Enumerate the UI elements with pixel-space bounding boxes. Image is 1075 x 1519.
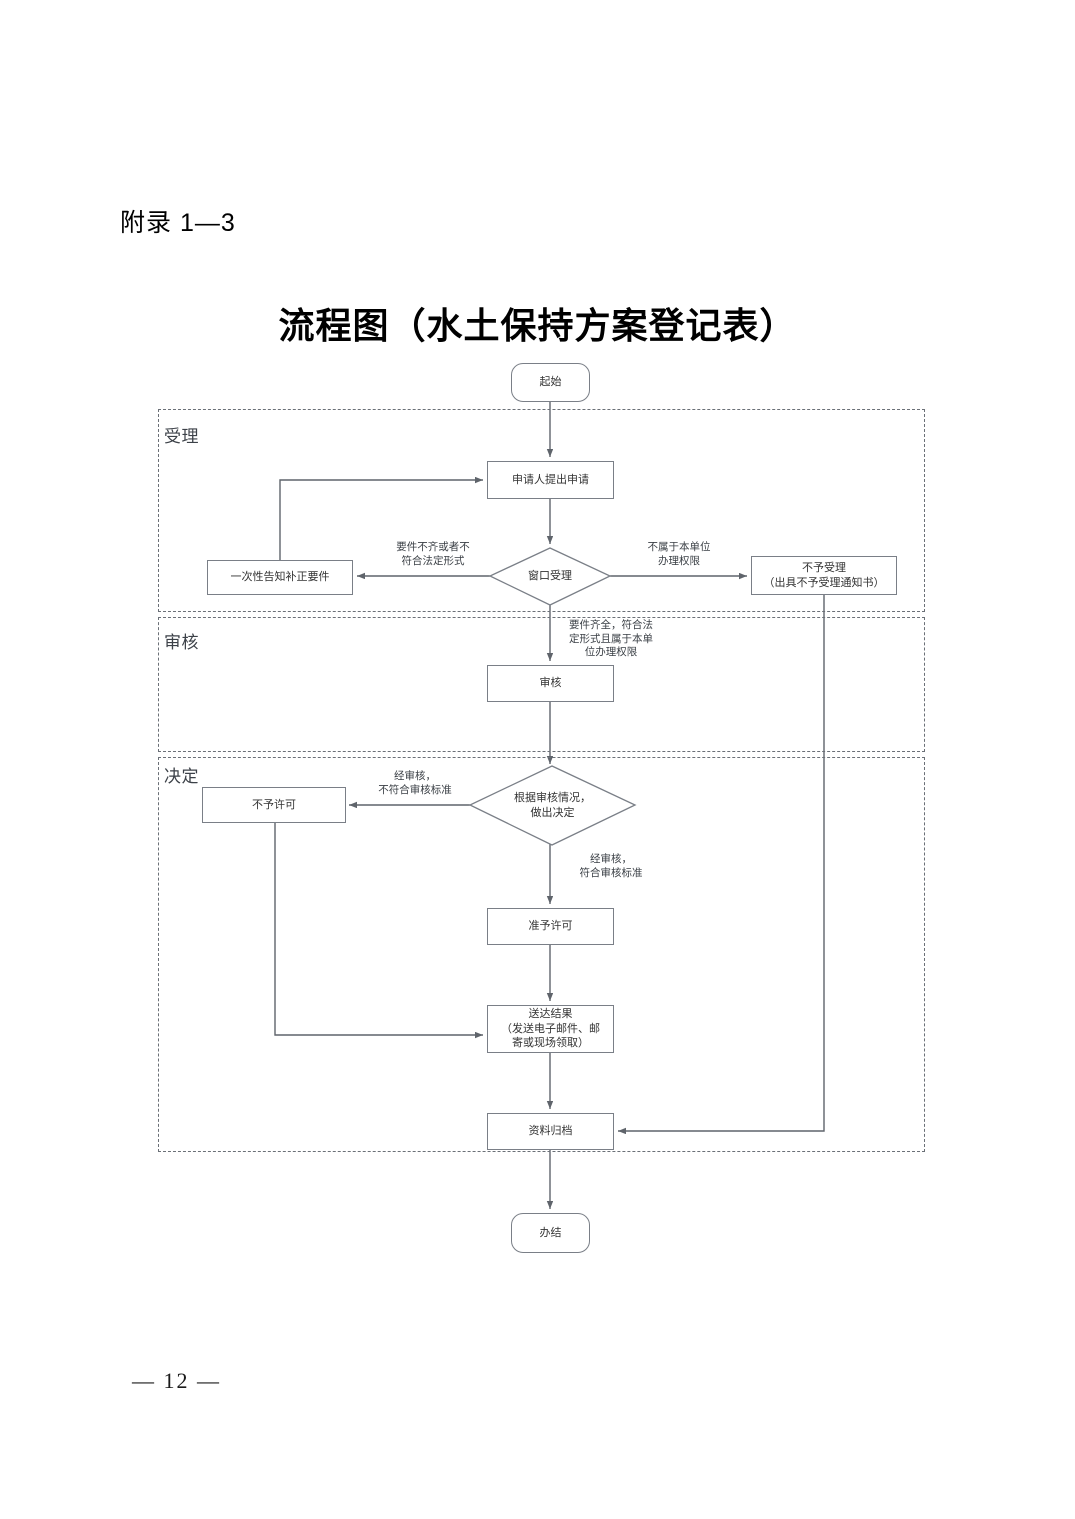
node-archive[interactable]: 资料归档 bbox=[487, 1113, 614, 1150]
node-notify-correct[interactable]: 一次性告知补正要件 bbox=[207, 560, 353, 595]
node-end[interactable]: 办结 bbox=[511, 1213, 590, 1253]
lane-review-title: 审核 bbox=[164, 633, 199, 652]
node-decide[interactable]: 根据审核情况， 做出决定 bbox=[470, 766, 635, 845]
edge-reject-to-archive bbox=[618, 595, 825, 1135]
node-deliver-result-label: 送达结果 （发送电子邮件、邮 寄或现场领取） bbox=[501, 1007, 600, 1050]
edge-label-qualified: 经审核， 符合审核标准 bbox=[579, 853, 643, 879]
page-title: 流程图（水土保持方案登记表） bbox=[278, 306, 797, 346]
window-accept-diamond-shape bbox=[488, 547, 612, 606]
node-reject-accept-label: 不予受理 （出具不予受理通知书） bbox=[763, 561, 885, 589]
appendix-label: 附录 1—3 bbox=[120, 209, 236, 237]
node-review-label: 审核 bbox=[539, 677, 562, 690]
node-apply[interactable]: 申请人提出申请 bbox=[487, 461, 614, 499]
node-deliver-result[interactable]: 送达结果 （发送电子邮件、邮 寄或现场领取） bbox=[487, 1005, 614, 1053]
edge-notify-to-apply bbox=[279, 476, 483, 560]
node-end-label: 办结 bbox=[539, 1226, 562, 1239]
edge-label-not-qualified: 经审核， 不符合审核标准 bbox=[378, 770, 452, 796]
edge-label-not-in-scope: 不属于本单位 办理权限 bbox=[647, 541, 711, 567]
node-notify-correct-label: 一次性告知补正要件 bbox=[230, 571, 330, 584]
node-start-label: 起始 bbox=[539, 376, 562, 389]
node-apply-label: 申请人提出申请 bbox=[512, 473, 589, 486]
page-footer: — 12 — bbox=[132, 1368, 221, 1393]
edge-nopermit-to-deliver bbox=[274, 823, 483, 1039]
edge-label-incomplete: 要件不齐或者不 符合法定形式 bbox=[396, 541, 470, 567]
lane-decision-title: 决定 bbox=[164, 767, 199, 786]
node-reject-accept[interactable]: 不予受理 （出具不予受理通知书） bbox=[751, 556, 897, 595]
lane-decision bbox=[158, 757, 925, 1152]
decide-diamond-shape bbox=[468, 765, 637, 846]
node-no-permit-label: 不予许可 bbox=[252, 798, 296, 811]
node-grant-permit-label: 准予许可 bbox=[528, 920, 573, 933]
node-grant-permit[interactable]: 准予许可 bbox=[487, 908, 614, 945]
node-decide-label: 根据审核情况， 做出决定 bbox=[514, 791, 591, 819]
lane-review bbox=[158, 617, 925, 752]
node-archive-label: 资料归档 bbox=[528, 1125, 573, 1138]
node-review[interactable]: 审核 bbox=[487, 665, 614, 702]
node-window-accept[interactable]: 窗口受理 bbox=[490, 548, 610, 605]
node-start[interactable]: 起始 bbox=[511, 363, 590, 402]
lane-acceptance bbox=[158, 409, 925, 612]
lane-acceptance-title: 受理 bbox=[164, 427, 199, 446]
node-no-permit[interactable]: 不予许可 bbox=[202, 787, 346, 823]
node-window-accept-label: 窗口受理 bbox=[528, 570, 572, 583]
edge-label-complete: 要件齐全，符合法 定形式且属于本单 位办理权限 bbox=[569, 619, 653, 659]
